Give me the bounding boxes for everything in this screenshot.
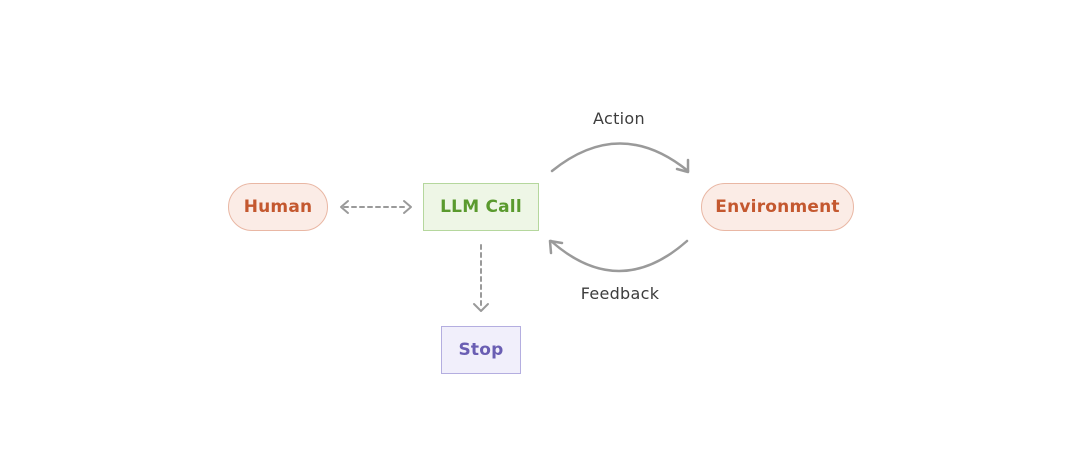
action-arc-arrow [550, 142, 690, 174]
llm-call-node: LLM Call [423, 183, 539, 231]
environment-node: Environment [701, 183, 854, 231]
action-edge-label: Action [593, 109, 645, 128]
stop-node: Stop [441, 326, 521, 374]
feedback-edge-label: Feedback [580, 284, 660, 303]
human-node: Human [228, 183, 328, 231]
llm-stop-dashed-arrow [473, 244, 489, 312]
human-label: Human [243, 197, 313, 217]
feedback-arc-arrow [548, 239, 689, 273]
environment-label: Environment [715, 197, 840, 217]
stop-label: Stop [458, 340, 504, 360]
llm-call-label: LLM Call [440, 197, 522, 217]
human-llm-dashed-arrow [340, 200, 412, 214]
